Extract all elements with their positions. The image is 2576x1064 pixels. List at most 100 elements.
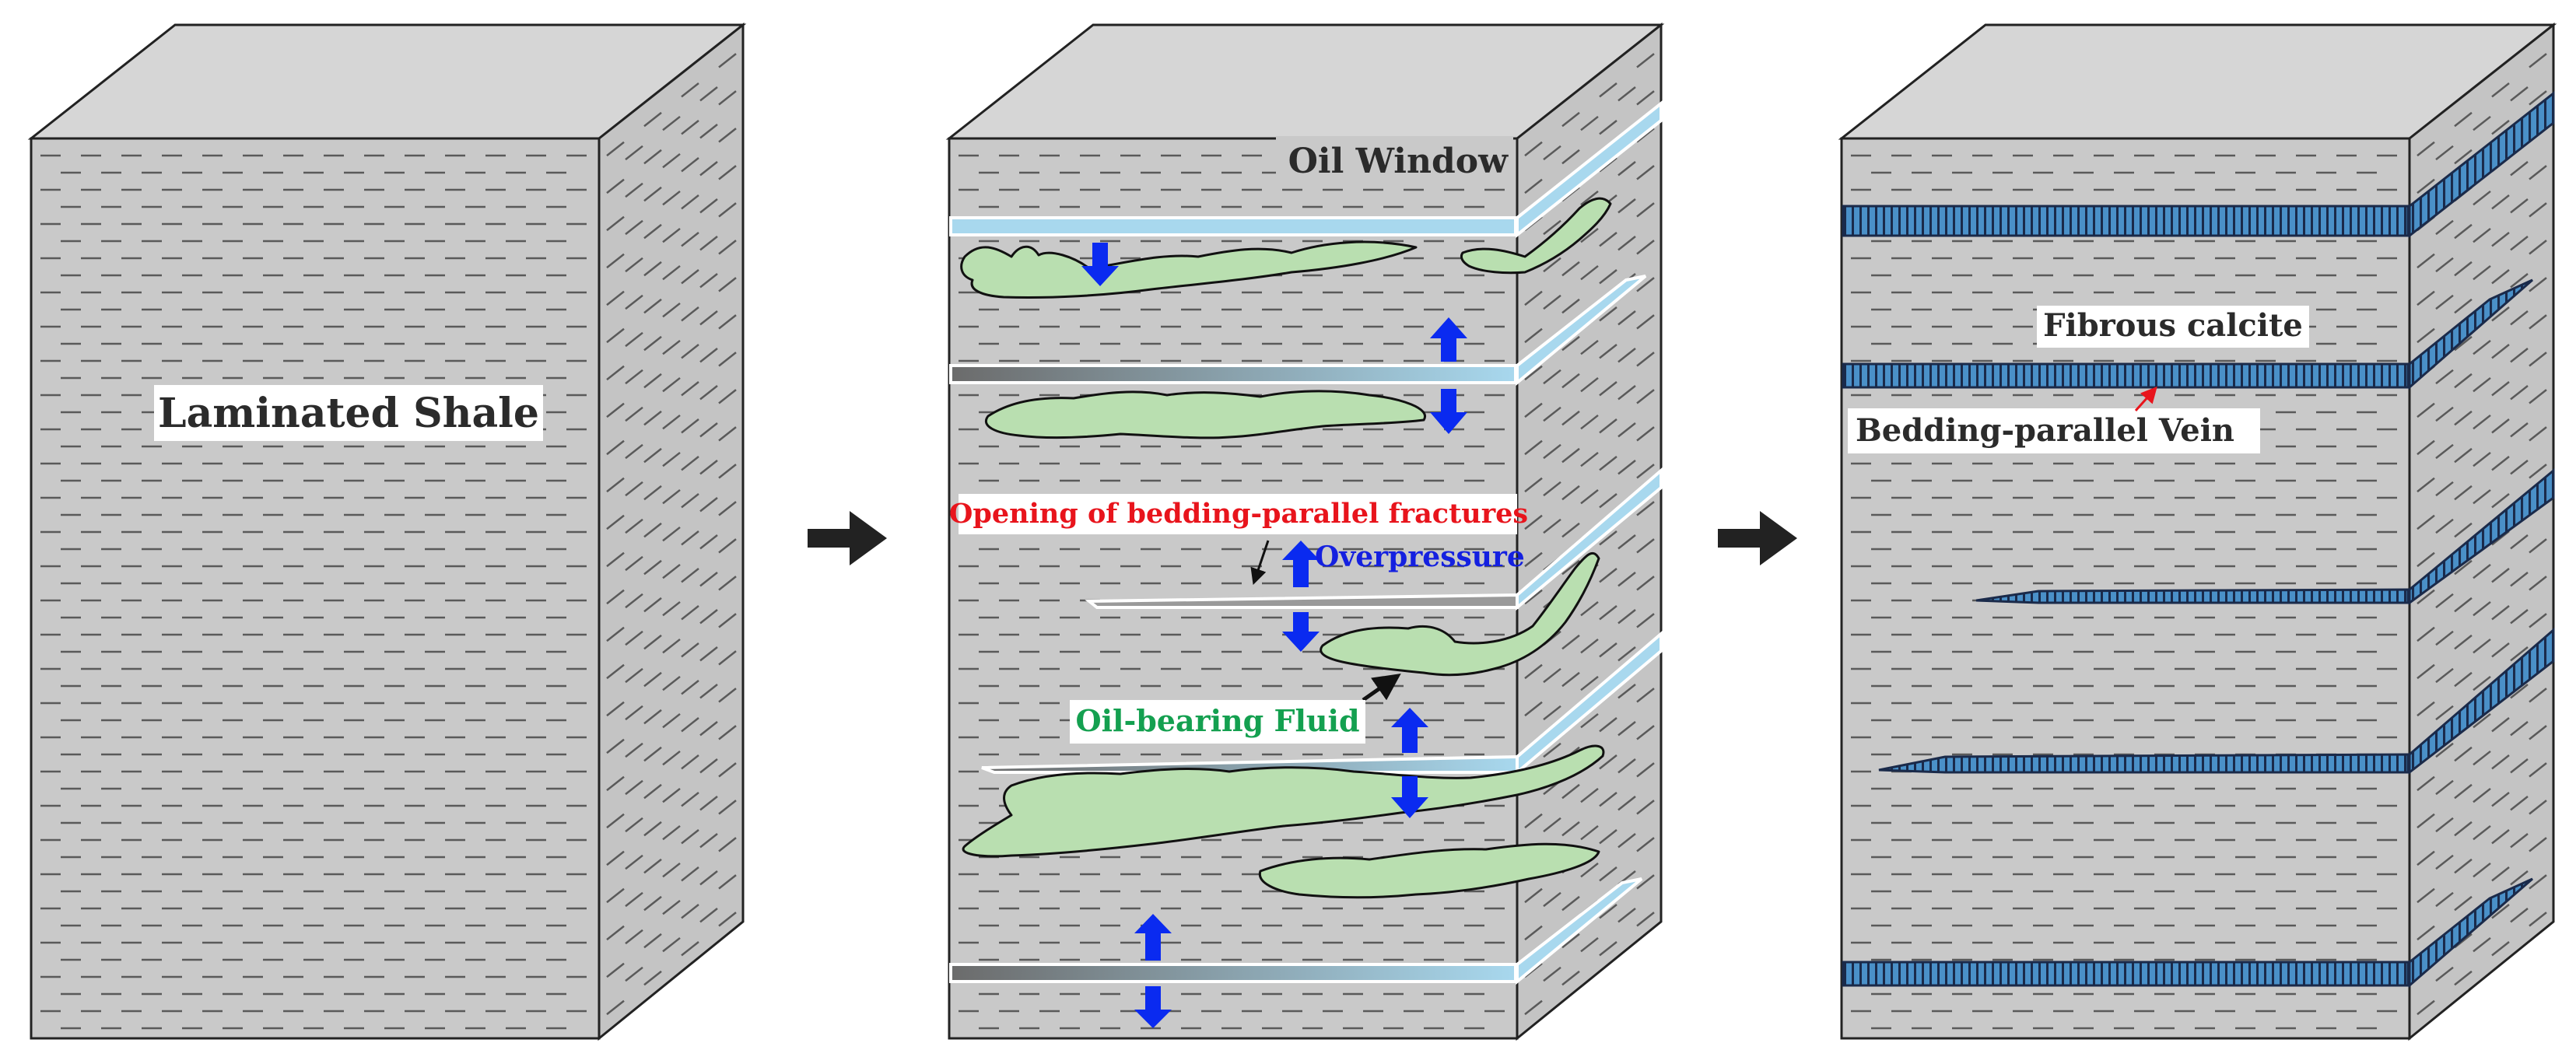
side-lamination-dash [1636, 314, 1655, 330]
side-lamination-dash [1599, 530, 1617, 546]
side-lamination-dash [2454, 821, 2473, 837]
side-lamination-dash [2529, 165, 2547, 180]
side-lamination-dash [625, 406, 643, 422]
side-lamination-dash [2510, 609, 2529, 625]
side-lamination-dash [662, 376, 681, 393]
side-lamination-dash [699, 609, 718, 625]
side-lamination-dash [2435, 779, 2454, 796]
label-box [1070, 700, 1365, 744]
side-lamination-dash [606, 253, 625, 269]
side-lamination-dash [643, 634, 662, 650]
side-lamination-dash [2491, 381, 2510, 397]
side-lamination-dash [2435, 593, 2454, 609]
side-lamination-dash [1599, 232, 1617, 247]
side-lamination-dash [1599, 456, 1617, 471]
side-fracture [1516, 275, 1647, 387]
side-lamination-dash [1580, 824, 1599, 841]
side-lamination-dash [2510, 86, 2529, 102]
side-lamination-dash [699, 86, 718, 102]
side-lamination-dash [2529, 90, 2547, 106]
side-lamination-dash [2454, 522, 2473, 538]
side-lamination-dash [662, 750, 681, 766]
side-vein [2408, 627, 2555, 775]
side-lamination-dash [1524, 402, 1543, 418]
side-lamination-dash [662, 712, 681, 729]
side-lamination-dash [1561, 933, 1580, 949]
side-lamination-dash [681, 866, 699, 882]
side-lamination-dash [625, 705, 643, 721]
side-lamination-dash [2435, 145, 2454, 161]
side-lamination-dash [2435, 891, 2454, 908]
side-lamination-dash [1617, 908, 1636, 923]
oil-blob [962, 744, 1605, 858]
label-box [154, 385, 543, 441]
side-lamination-dash [1617, 721, 1636, 737]
side-lamination-dash [1543, 891, 1561, 908]
side-lamination-dash [1561, 783, 1580, 800]
side-lamination-dash [606, 365, 625, 381]
side-lamination-dash [1636, 464, 1655, 479]
side-lamination-dash [2435, 443, 2454, 460]
side-lamination-dash [699, 721, 718, 737]
side-lamination-dash [1599, 82, 1617, 98]
side-lamination-dash [1636, 613, 1655, 628]
side-lamination-dash [2454, 559, 2473, 576]
side-lamination-dash [2529, 53, 2547, 68]
side-lamination-dash [2454, 485, 2473, 501]
side-lamination-dash [2417, 327, 2435, 344]
opening-fractures-label: Opening of bedding-parallel fractures [949, 498, 1528, 530]
side-lamination-dash [699, 796, 718, 811]
side-lamination-dash [718, 426, 737, 442]
block-1-front [30, 137, 601, 1040]
label-box [2037, 306, 2309, 348]
side-lamination-dash [2491, 829, 2510, 845]
side-lamination-dash [643, 335, 662, 352]
side-lamination-dash [2510, 460, 2529, 475]
side-lamination-dash [1543, 481, 1561, 497]
fracture [949, 963, 1517, 983]
side-lamination-dash [1524, 477, 1543, 493]
side-lamination-dash [2473, 862, 2491, 878]
side-lamination-dash [2417, 626, 2435, 642]
side-lamination-dash [699, 908, 718, 923]
side-lamination-dash [1543, 406, 1561, 422]
side-lamination-dash [2491, 493, 2510, 509]
side-lamination-dash [2417, 701, 2435, 717]
side-lamination-dash [2454, 410, 2473, 426]
pressure-arrow-down [1391, 776, 1428, 818]
side-lamination-dash [718, 240, 737, 255]
side-lamination-dash [2510, 721, 2529, 737]
side-lamination-dash [643, 858, 662, 874]
process-arrow-1 [808, 511, 887, 565]
label-box [1848, 408, 2260, 453]
side-lamination-dash [606, 551, 625, 568]
side-lamination-dash [643, 597, 662, 613]
side-lamination-dash [1580, 115, 1599, 131]
side-lamination-dash [2491, 418, 2510, 434]
side-lamination-dash [2454, 746, 2473, 762]
side-lamination-dash [1636, 426, 1655, 442]
side-lamination-dash [606, 402, 625, 418]
side-lamination-dash [643, 447, 662, 464]
side-lamination-dash [1580, 376, 1599, 393]
side-lamination-dash [2510, 198, 2529, 214]
side-lamination-dash [718, 725, 737, 740]
side-lamination-dash [2510, 833, 2529, 849]
side-lamination-dash [625, 593, 643, 609]
side-lamination-dash [681, 306, 699, 322]
side-lamination-dash [2417, 439, 2435, 456]
side-lamination-dash [681, 381, 699, 397]
side-lamination-dash [1543, 705, 1561, 721]
side-lamination-dash [699, 572, 718, 587]
side-lamination-dash [625, 667, 643, 684]
side-lamination-dash [643, 186, 662, 202]
side-lamination-dash [2510, 572, 2529, 587]
side-lamination-dash [606, 887, 625, 904]
side-lamination-dash [2491, 194, 2510, 210]
side-lamination-dash [1524, 327, 1543, 344]
side-lamination-dash [662, 787, 681, 803]
side-lamination-dash [1561, 895, 1580, 912]
side-lamination-dash [2529, 277, 2547, 292]
side-lamination-dash [1636, 501, 1655, 516]
